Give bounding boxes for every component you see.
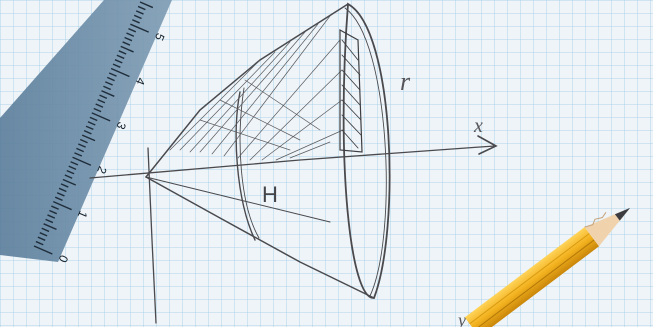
ruler-tick xyxy=(135,10,144,15)
ruler-tick xyxy=(64,174,73,179)
ruler-tick xyxy=(33,245,53,255)
pencil-body xyxy=(464,227,600,327)
ruler-tick xyxy=(78,143,86,148)
ruler-tick xyxy=(70,161,79,166)
ruler-tick xyxy=(76,147,85,153)
ruler-tick xyxy=(112,63,121,68)
ruler-tick xyxy=(97,98,106,104)
ruler-tick xyxy=(49,209,58,215)
ruler-tick-label: 2 xyxy=(94,164,110,176)
cone-inner-edge xyxy=(145,176,331,223)
cone-sketch xyxy=(89,2,498,324)
ruler-tick xyxy=(103,85,111,91)
radius-shading xyxy=(339,28,363,153)
cone-base-ellipse xyxy=(342,2,391,299)
ruler-tick xyxy=(83,130,92,135)
ruler-tick xyxy=(110,67,130,78)
ruler-tick-label: 0 xyxy=(55,253,71,265)
cone-bottom-edge xyxy=(145,176,375,299)
ruler-tick xyxy=(35,240,44,246)
ruler-tick xyxy=(60,183,69,188)
ruler-tick xyxy=(45,218,54,224)
ruler-tick xyxy=(89,116,98,122)
cone-base-ellipse-sketch xyxy=(344,7,387,297)
ruler-tick xyxy=(101,90,115,97)
ruler-ticks xyxy=(33,1,154,255)
ruler-tick xyxy=(79,138,88,144)
ruler-tick xyxy=(120,45,134,53)
ruler-tick xyxy=(130,23,149,33)
ruler-tick xyxy=(93,107,102,113)
ruler-tick xyxy=(47,214,56,219)
ruler-tick xyxy=(81,134,96,142)
ruler-tick-label: 5 xyxy=(152,31,168,43)
cone-hatching xyxy=(169,15,344,161)
x-axis-label: x xyxy=(473,115,483,137)
ruler-tick xyxy=(51,205,59,210)
ruler-tick xyxy=(126,32,135,37)
ruler-tick xyxy=(118,50,127,55)
radius-label: r xyxy=(400,67,411,96)
height-label: H xyxy=(262,182,278,207)
ruler-tick xyxy=(128,27,137,33)
ruler-tick xyxy=(124,36,133,42)
ruler-tick xyxy=(54,196,63,202)
ruler-tick xyxy=(87,121,96,126)
ruler-tick xyxy=(85,125,94,131)
y-axis-label: y xyxy=(456,310,466,327)
ruler-tick xyxy=(58,187,67,193)
ruler-tick xyxy=(133,14,142,20)
ruler-tick xyxy=(39,232,48,237)
ruler-tick xyxy=(74,152,83,157)
ruler-tick xyxy=(52,200,72,211)
ruler-tick xyxy=(62,178,77,186)
ruler-tick xyxy=(122,41,131,46)
ruler-tick xyxy=(41,227,50,233)
cone-mid-section-sketch xyxy=(239,87,260,239)
ruler-tick xyxy=(132,19,140,24)
ruler-tick xyxy=(72,156,92,166)
ruler-tick xyxy=(56,192,65,197)
ruler-tick xyxy=(139,1,154,9)
ruler-tick-labels: 0 1 2 3 4 5 xyxy=(55,31,167,265)
ruler: 0 1 2 3 4 5 xyxy=(0,0,172,265)
pencil-wood-tip xyxy=(584,211,625,247)
ruler-tick xyxy=(95,103,104,108)
ruler-tick xyxy=(116,54,125,60)
pencil-lead xyxy=(614,207,631,221)
x-axis-arrow xyxy=(477,135,498,155)
ruler-tick xyxy=(108,72,117,77)
ruler-tick xyxy=(68,165,77,170)
ruler-tick xyxy=(37,236,46,241)
ruler-tick-label: 4 xyxy=(133,75,149,87)
ruler-tick xyxy=(114,59,123,64)
ruler-tick xyxy=(99,94,108,99)
ruler-tick-label: 1 xyxy=(75,209,91,221)
ruler-tick-label: 3 xyxy=(113,120,129,132)
ruler-tick xyxy=(137,5,146,11)
ruler-tick xyxy=(105,81,113,86)
ruler-tick xyxy=(91,112,111,122)
ruler-tick xyxy=(43,223,57,231)
pencil xyxy=(464,207,631,327)
cone-mid-section xyxy=(235,91,256,241)
cone-top-edge xyxy=(145,3,349,178)
ruler-tick xyxy=(66,169,75,175)
ruler-tick xyxy=(106,76,115,82)
